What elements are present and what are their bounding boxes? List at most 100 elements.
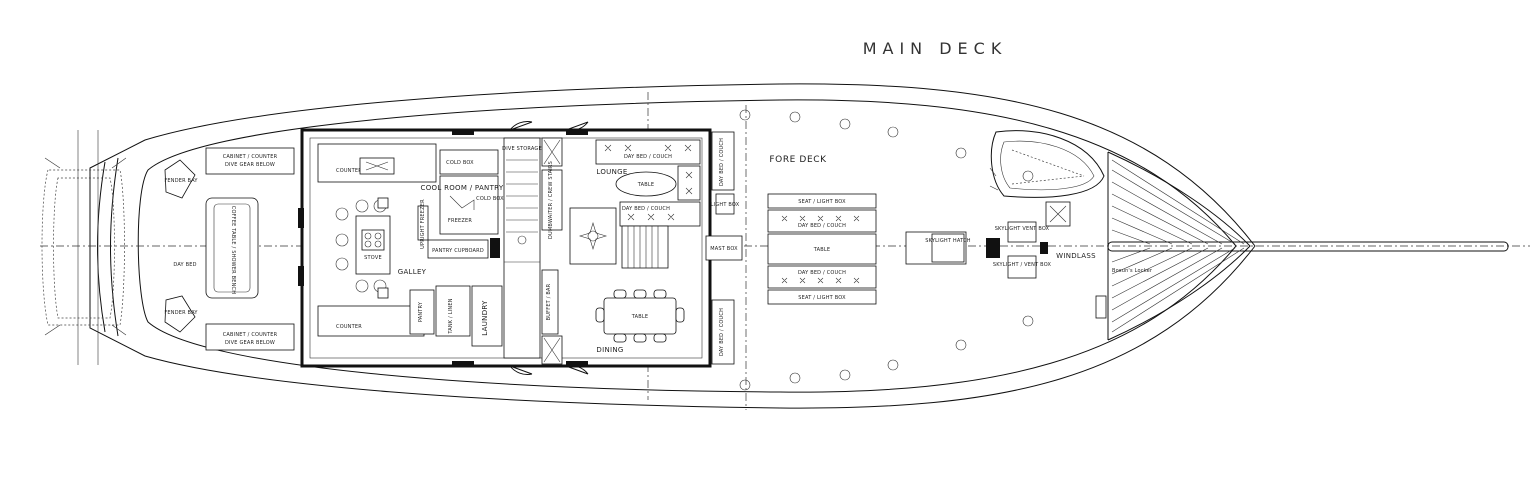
dining-label: DINING (596, 346, 623, 354)
skylight-vent-label: SKYLIGHT VENT BOX (995, 226, 1050, 232)
side-couch-bottom-label: DAY BED / COUCH (719, 308, 725, 356)
lounge-table (615, 171, 677, 197)
counter-bottom-label: COUNTER (336, 324, 362, 330)
counter-top-label: COUNTER (336, 168, 362, 174)
fore-couch-bottom (767, 265, 877, 289)
pantry-cupboard (427, 239, 489, 259)
lounge: DAY BED / COUCH LOUNGE TABLE DAY BED / C… (569, 139, 701, 269)
fender-bay-bottom (164, 295, 196, 333)
skylight-vent (1007, 221, 1037, 243)
window (452, 130, 474, 135)
side-couch-top (711, 131, 735, 191)
drawing-title: MAIN DECK (863, 39, 1008, 58)
couch-top-label: DAY BED / COUCH (624, 154, 672, 160)
day-bed-label: DAY BED (173, 262, 196, 268)
galley-label: GALLEY (398, 268, 427, 276)
cold-box (439, 149, 499, 175)
dive-storage-label: DIVE STORAGE (502, 146, 542, 152)
cabinet-bottom-sub: DIVE GEAR BELOW (225, 340, 275, 346)
bow-planking (1107, 151, 1251, 341)
seat-box-top-label: SEAT / LIGHT BOX (798, 199, 846, 205)
fore-couch-top-label: DAY BED / COUCH (798, 223, 846, 229)
freezer-label: FREEZER (448, 218, 472, 224)
fore-dinghy (989, 130, 1105, 198)
windlass-label: WINDLASS (1056, 252, 1096, 260)
buffet-label: BUFFET / BAR (546, 283, 552, 320)
fore-couch-top (767, 209, 877, 233)
hull-outline (89, 83, 1256, 409)
transom-line-inner (110, 157, 119, 337)
bosuns-locker-label: Bosun's Locker (1112, 268, 1153, 274)
main-stair (621, 225, 669, 269)
cabinet-top (205, 147, 295, 175)
cool-room-label: COOL ROOM / PANTRY (421, 184, 504, 192)
door-aft-bottom (298, 266, 304, 286)
upright-freezer-label: UPRIGHT FREEZER (420, 199, 426, 249)
window (566, 130, 588, 135)
bulwark-line (137, 99, 1237, 393)
deck-fittings (739, 109, 1034, 391)
stove-label: STOVE (364, 255, 382, 261)
skylight-label: SKYLIGHT / VENT BOX (993, 262, 1052, 268)
cabinet-bottom (205, 323, 295, 351)
tank-linen (435, 285, 471, 337)
door-swing (509, 121, 533, 131)
fender-bay-bottom-label: FENDER BAY (164, 310, 198, 316)
cupboard-label: PANTRY CUPBOARD (432, 248, 484, 254)
seat-box-bottom-label: SEAT / LIGHT BOX (798, 295, 846, 301)
vent-block (490, 238, 500, 258)
pantry-unit (409, 289, 435, 335)
couch-mid-label: DAY BED / COUCH (622, 206, 670, 212)
cold-box2-label: COLD BOX (476, 196, 504, 202)
mast-box (705, 235, 743, 261)
compass-rose (578, 221, 608, 251)
stern-bench-label: COFFEE TABLE / SHOWER BENCH (230, 206, 236, 294)
tank-linen-label: TANK / LINEN (448, 298, 454, 334)
cabinet-bottom-label: CABINET / COUNTER (223, 332, 278, 338)
light-box (715, 193, 735, 215)
laundry-label: LAUNDRY (481, 300, 489, 336)
stair-column: DIVE STORAGE DUMBWAITER / CREW STAIRS BU… (502, 137, 563, 365)
fender-bay-top (164, 159, 196, 199)
dining: TABLE DINING (595, 289, 685, 354)
cool-room (439, 175, 499, 235)
fender-bay-top-label: FENDER BAY (164, 178, 198, 184)
seat-box-bottom (767, 289, 877, 305)
skylight-box (1007, 255, 1037, 279)
stern-tender (41, 130, 127, 365)
fore-deck-seating: SEAT / LIGHT BOX DAY BED / COUCH TABLE D… (767, 193, 877, 305)
locker-hatch (1095, 295, 1107, 319)
skylight-hatch-label: SKYLIGHT HATCH (925, 238, 971, 244)
light-box-label: LIGHT BOX (711, 202, 740, 208)
fore-table-label: TABLE (813, 247, 830, 253)
couch-top (595, 139, 701, 165)
fore-deck-label: FORE DECK (769, 155, 827, 165)
door-aft-top (298, 208, 304, 228)
fore-couch-bottom-label: DAY BED / COUCH (798, 270, 846, 276)
door-swing (509, 365, 533, 375)
cabinet-top-sub: DIVE GEAR BELOW (225, 162, 275, 168)
transom-line (97, 161, 106, 333)
fore-table (767, 233, 877, 265)
galley: COUNTER COUNTER STOVE GALLEY COLD BOX CO… (317, 143, 504, 347)
cabinet-top-label: CABINET / COUNTER (223, 154, 278, 160)
window (566, 361, 588, 366)
lounge-label: LOUNGE (596, 168, 627, 176)
stern-bench (205, 197, 259, 299)
dumbwaiter-label: DUMBWAITER / CREW STAIRS (548, 161, 554, 239)
laundry-room (471, 285, 503, 347)
mast-box-label: MAST BOX (710, 246, 738, 252)
winch (986, 238, 1000, 258)
cold-box-label: COLD BOX (446, 160, 474, 166)
upright-freezer (417, 205, 429, 241)
stern-bench-cushion (213, 203, 251, 293)
side-couch-bottom (711, 299, 735, 365)
windlass-unit (1040, 242, 1048, 254)
rug (569, 207, 617, 265)
seat-box-top (767, 193, 877, 209)
stove (361, 229, 385, 251)
lounge-table-label: TABLE (637, 182, 654, 188)
window (452, 361, 474, 366)
